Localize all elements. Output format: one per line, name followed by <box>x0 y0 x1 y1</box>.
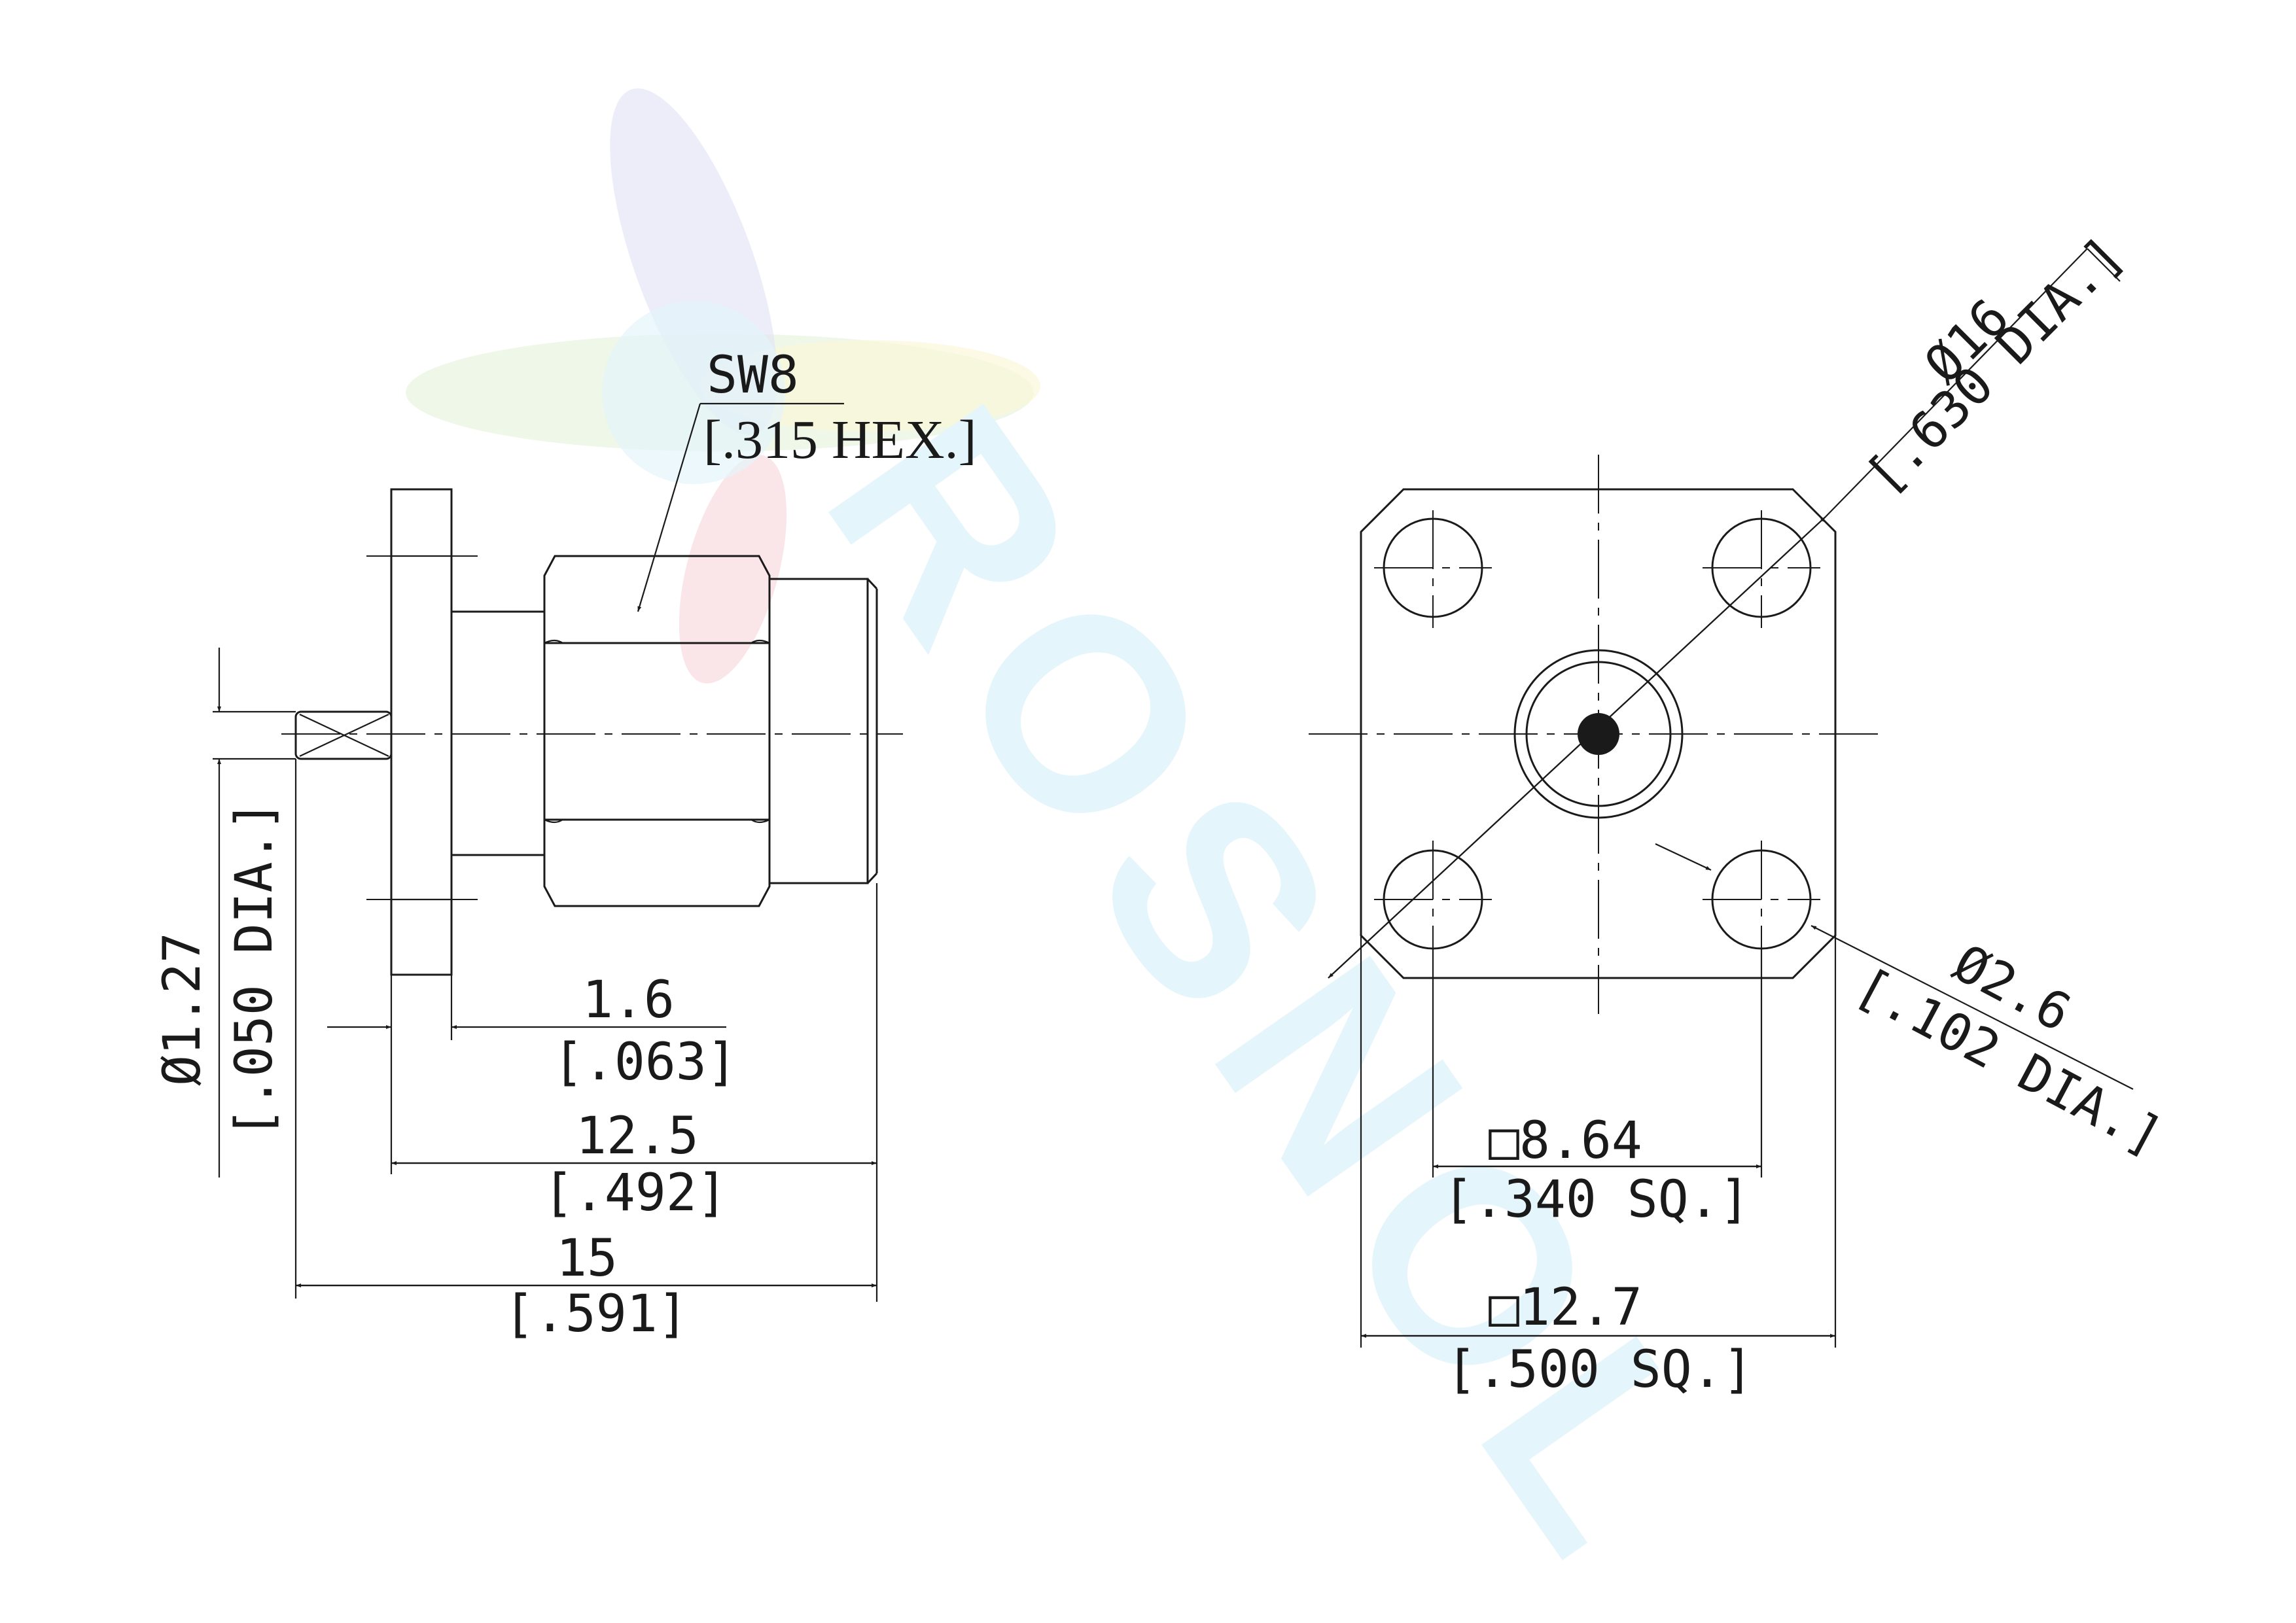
pin-diameter-label: Ø1.27 <box>153 932 212 1086</box>
flange-size-inch-label: [.500 SQ.] <box>1446 1340 1754 1399</box>
flange-thickness-inch-label: [.063] <box>553 1033 737 1092</box>
mounting-holes <box>1374 510 1820 958</box>
side-view: SW8 [.315 HEX.] Ø1.27 [.050 DIA.] 1.6 [.… <box>153 346 977 1344</box>
center-contact <box>1578 713 1619 755</box>
overall-length-inch-label: [.591] <box>504 1285 688 1344</box>
center-insulator-outer <box>1513 649 1684 819</box>
hex-size-inch-label: [.315 HEX.] <box>703 410 977 470</box>
hole-spacing-inch-label: [.340 SQ.] <box>1443 1170 1750 1229</box>
center-pin <box>294 710 393 760</box>
flange-size-label: □12.7 <box>1489 1278 1642 1337</box>
body-length-label: 12.5 <box>576 1107 699 1166</box>
overall-length-label: 15 <box>556 1229 618 1288</box>
watermark-text: ROSNOL <box>769 355 1785 1622</box>
pin-diameter-inch-label: [.050 DIA.] <box>225 800 284 1138</box>
flange-plate <box>390 488 453 976</box>
flange-thickness-label: 1.6 <box>582 971 675 1030</box>
square-flange <box>1360 488 1837 979</box>
hex-size-label: SW8 <box>707 346 799 405</box>
hole-spacing-label: □8.64 <box>1489 1111 1642 1170</box>
body-length-inch-label: [.492] <box>543 1164 728 1223</box>
rear-body <box>768 578 869 884</box>
flange-diameter-inch-label: [.630 DIA.] <box>1855 226 2136 506</box>
hex-nut <box>543 555 771 907</box>
center-insulator-inner <box>1525 661 1672 807</box>
